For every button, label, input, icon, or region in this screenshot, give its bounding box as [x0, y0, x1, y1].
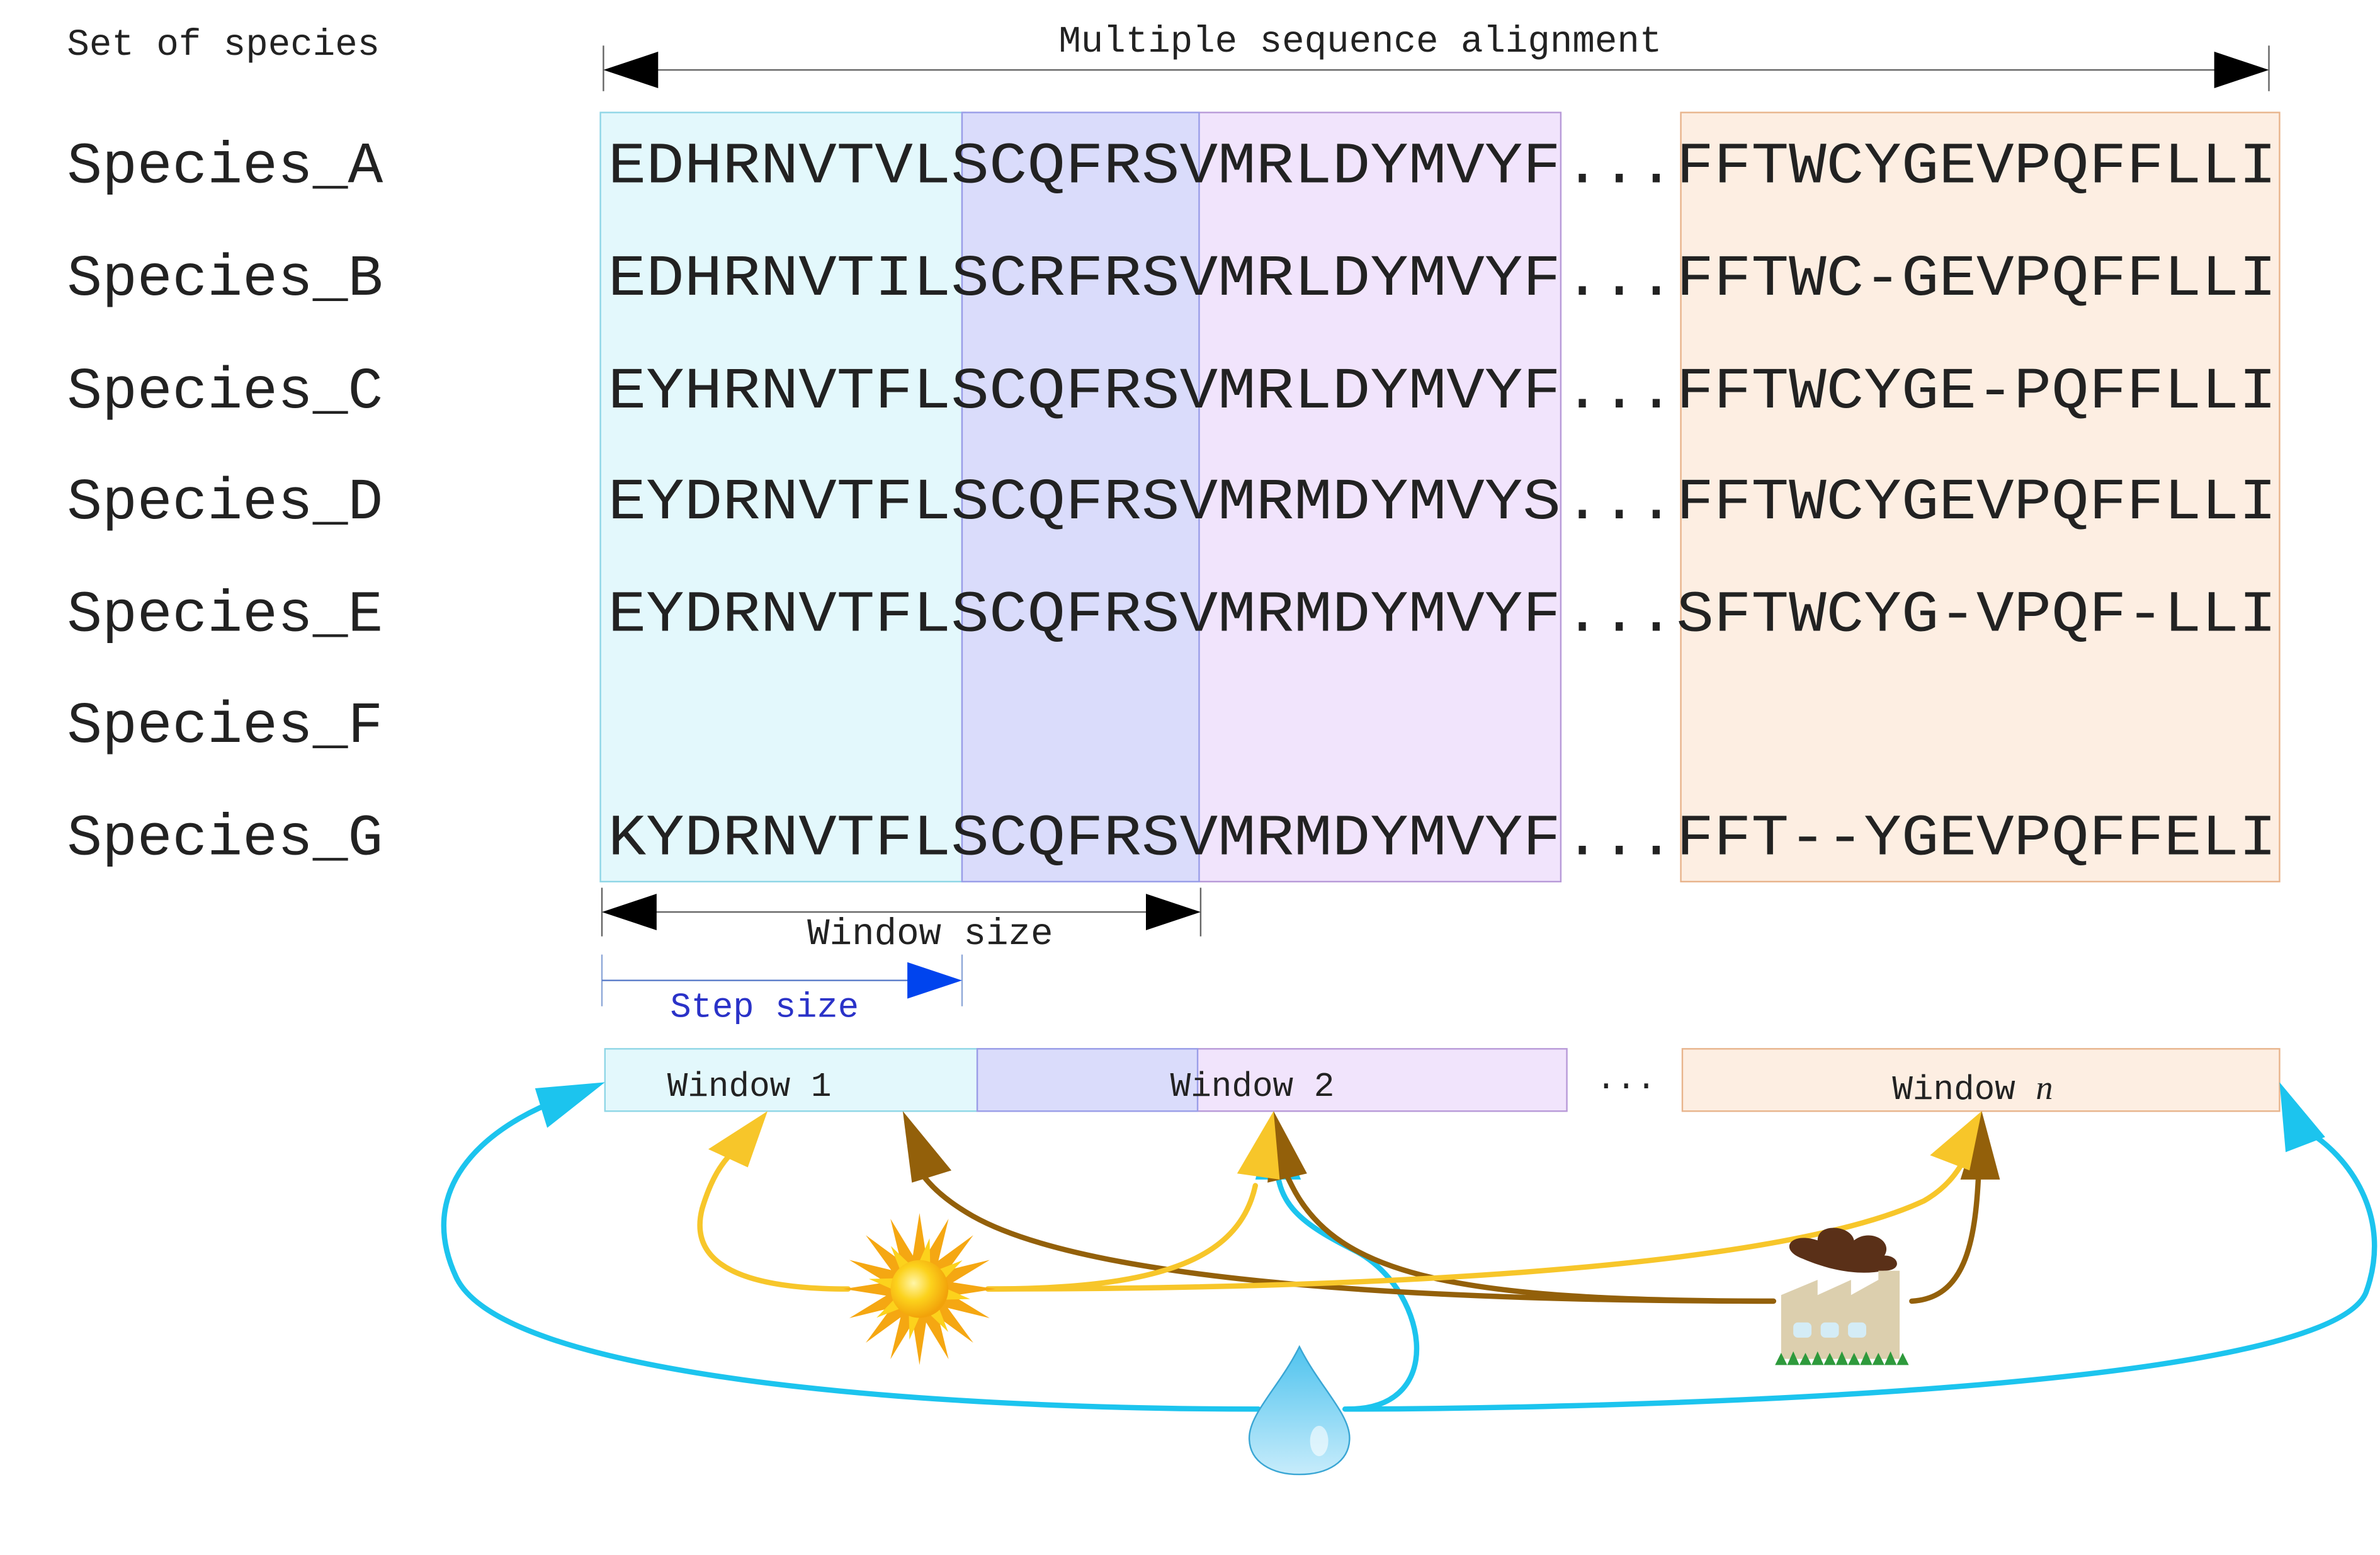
sun-icon [843, 1212, 996, 1365]
water-drop-icon [1248, 1345, 1351, 1476]
species-set-label: Set of species [67, 24, 380, 66]
sequence-block-2: SFTWCYG-VPQF-LLI [1676, 583, 2276, 649]
sequence-block-1: KYDRNVTFLSCQFRSVMRMDYMVYF [608, 806, 1561, 872]
window-n-region [1680, 111, 2281, 883]
species-name: Species_C [67, 359, 383, 425]
species-name: Species_D [67, 470, 383, 536]
sequence-block-1: EYDRNVTFLSCQFRSVMRMDYMVYS [608, 470, 1561, 536]
species-row: Species_F [67, 693, 383, 760]
factory-arrowhead-window1 [902, 1111, 952, 1183]
species-row: Species_A EDHRNVTVLSCQFRSVMRLDYMVYF ... … [67, 134, 2276, 200]
sequence-block-1: EYDRNVTFLSCQFRSVMRMDYMVYF [608, 583, 1561, 649]
sequence-block-2: FFTWC-GEVPQFFLLI [1676, 246, 2276, 312]
window-size-label: Window size [807, 913, 1053, 955]
sun-arrows [697, 1149, 1969, 1292]
alignment-label: Multiple sequence alignment [1058, 21, 1662, 63]
sequence-block-2: FFT--YGEVPQFFELI [1676, 806, 2276, 872]
sequence-gap-dots: ... [1564, 246, 1675, 312]
species-name: Species_B [67, 246, 383, 312]
step-size-arrow [601, 954, 963, 1006]
sequence-gap-dots: ... [1564, 134, 1675, 200]
species-name: Species_F [67, 693, 383, 760]
sequence-block-1: EDHRNVTILSCRFRSVMRLDYMVYF [608, 246, 1561, 312]
window-n-prefix: Window [1892, 1071, 2036, 1110]
alignment-span-arrow [603, 45, 2270, 91]
species-row: Species_D EYDRNVTFLSCQFRSVMRMDYMVYS ... … [67, 470, 2276, 536]
water-arrows [441, 1091, 2377, 1412]
water-arrowhead-windown [2279, 1082, 2325, 1153]
species-name: Species_E [67, 583, 383, 649]
species-row: Species_C EYHRNVTFLSCQFRSVMRLDYMVYF ... … [67, 359, 2276, 425]
window-2-label: Window 2 [1170, 1068, 1335, 1107]
sequence-gap-dots: ... [1564, 583, 1675, 649]
sequence-gap-dots: ... [1564, 806, 1675, 872]
sequence-block-1: EDHRNVTVLSCQFRSVMRLDYMVYF [608, 134, 1561, 200]
window-1-region [599, 111, 966, 883]
species-row: Species_B EDHRNVTILSCRFRSVMRLDYMVYF ... … [67, 246, 2276, 312]
sun-arrowhead-windown [1930, 1111, 1982, 1171]
sun-arrowhead-window2 [1237, 1111, 1280, 1180]
sequence-gap-dots: ... [1564, 359, 1675, 425]
window-n-variable: n [2036, 1069, 2053, 1107]
water-arrowhead-window1 [535, 1082, 605, 1128]
window-ellipsis: ... [1596, 1061, 1657, 1098]
window-size-arrow [601, 887, 1202, 937]
sun-arrowhead-window1 [708, 1111, 768, 1168]
window-n-box [1681, 1048, 2281, 1112]
sequence-gap-dots: ... [1564, 470, 1675, 536]
sequence-block-2: FFTWCYGEVPQFFLLI [1676, 470, 2276, 536]
sequence-block-2: FFTWCYGE-PQFFLLI [1676, 359, 2276, 425]
window-overlap-region [961, 111, 1200, 883]
window-overlap-box [976, 1048, 1199, 1112]
species-name: Species_A [67, 134, 383, 200]
sequence-block-2: FFTWCYGEVPQFFLLI [1676, 134, 2276, 200]
window-n-label: Window n [1892, 1069, 2053, 1110]
species-name: Species_G [67, 806, 383, 872]
factory-icon [1775, 1227, 1909, 1365]
window-1-label: Window 1 [667, 1068, 832, 1107]
sequence-block-1: EYHRNVTFLSCQFRSVMRLDYMVYF [608, 359, 1561, 425]
species-row: Species_G KYDRNVTFLSCQFRSVMRMDYMVYF ... … [67, 806, 2276, 872]
species-row: Species_E EYDRNVTFLSCQFRSVMRMDYMVYF ... … [67, 583, 2276, 649]
step-size-label: Step size [670, 988, 859, 1028]
